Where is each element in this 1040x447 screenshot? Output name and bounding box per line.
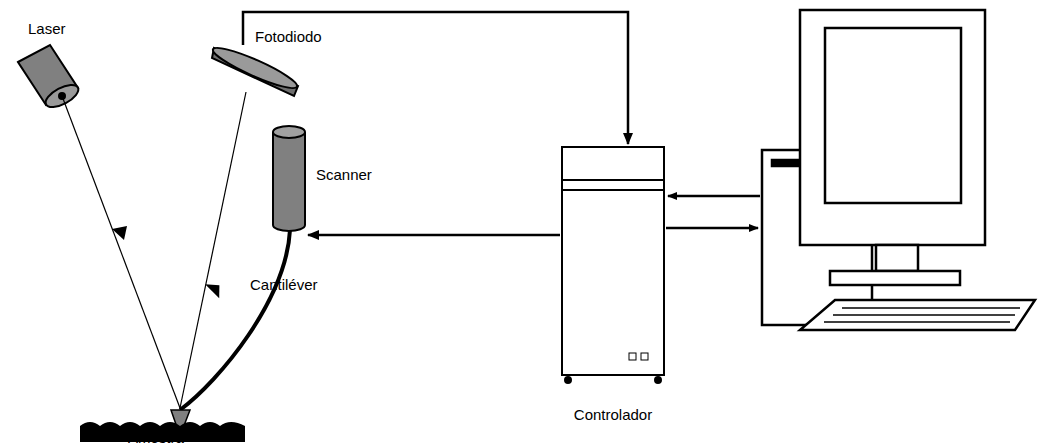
part-label: Amostra (128, 430, 184, 447)
photodiode-node: Fotodiodo (210, 45, 298, 100)
beam-arrowhead (112, 226, 127, 240)
controller-node: Controlador (560, 145, 666, 378)
node-label: Scanner (316, 167, 372, 184)
laser-symbol (18, 45, 82, 112)
scanner-symbol (273, 126, 305, 231)
laser-beam (62, 92, 246, 408)
scanner-node: Scanner (273, 125, 307, 233)
node-label: Controlador (574, 407, 652, 424)
node-label: Laser (28, 21, 66, 38)
photodiode-symbol (210, 42, 301, 96)
laser-node: Laser (18, 45, 80, 107)
computer (762, 10, 1035, 330)
part-label: Cantiléver (250, 277, 318, 294)
data-link (666, 196, 760, 228)
cantilever (180, 230, 290, 410)
signal-connector (243, 12, 628, 144)
node-label: Fotodiodo (255, 29, 322, 46)
beam-arrowhead (205, 282, 221, 300)
controller-tower (562, 147, 664, 383)
signal-connector (308, 234, 560, 237)
